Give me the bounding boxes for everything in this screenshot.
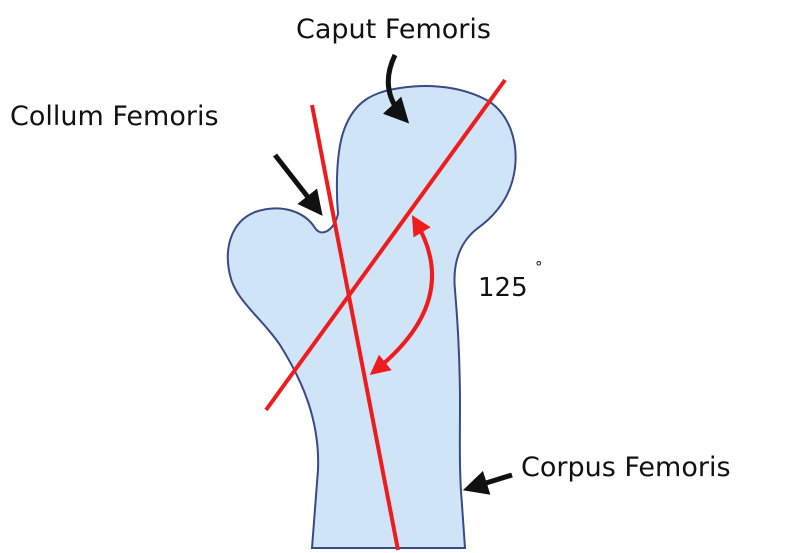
- angle-value-label: 125: [478, 273, 528, 303]
- corpus-femoris-label: Corpus Femoris: [521, 452, 731, 483]
- degree-symbol: °: [535, 258, 543, 276]
- collum-pointer-arrow: [275, 155, 318, 210]
- corpus-pointer-arrow: [470, 475, 512, 488]
- collum-femoris-label: Collum Femoris: [10, 101, 219, 132]
- caput-femoris-label: Caput Femoris: [296, 14, 491, 45]
- femur-bone-outline: [228, 86, 516, 548]
